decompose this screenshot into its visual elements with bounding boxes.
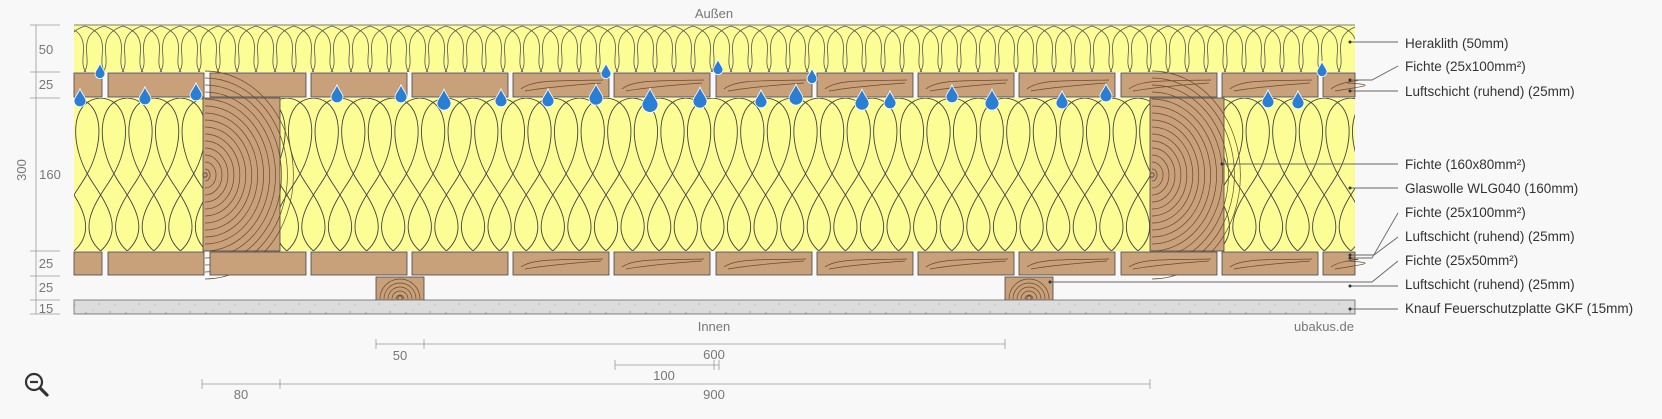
label-luftschicht-bottom: Luftschicht (ruhend) (25mm) (1405, 277, 1575, 292)
water-drop-icon (138, 85, 152, 106)
fichte-160x80-beams (202, 70, 1241, 280)
water-drop-icon (189, 81, 203, 102)
water-drop-icon (600, 62, 612, 79)
thickness-heraklith: 50 (39, 42, 53, 57)
batten-bottom (73, 251, 103, 276)
water-drop-icon (588, 83, 604, 106)
water-drop-icon (883, 89, 897, 110)
label-heraklith: Heraklith (50mm) (1405, 36, 1509, 51)
water-drop-icon (494, 87, 508, 108)
water-drop-icon (94, 62, 106, 79)
label-luftschicht-top: Luftschicht (ruhend) (25mm) (1405, 84, 1575, 99)
beam-160x80 (202, 70, 294, 280)
fichte-25x100-bottom-layer (73, 251, 1366, 276)
batten-bottom (1120, 251, 1218, 276)
dim-batten-width: 100 (653, 368, 675, 383)
label-glaswolle: Glaswolle WLG040 (160mm) (1405, 181, 1578, 196)
thickness-batten-bottom: 25 (39, 256, 53, 271)
batten-top (1322, 72, 1366, 98)
water-drop-icon (73, 87, 87, 108)
water-drop-icon (788, 83, 804, 106)
fichte-25x50-laths (375, 276, 1054, 301)
batten-top (209, 72, 307, 98)
lath-25x50 (375, 276, 425, 301)
batten-bottom (209, 251, 307, 276)
batten-bottom (411, 251, 509, 276)
water-drop-icon (1055, 89, 1069, 110)
fichte-25x100-top-layer (73, 72, 1366, 98)
lath-25x50 (1004, 276, 1054, 301)
batten-bottom (1018, 251, 1116, 276)
water-drop-icon (712, 58, 724, 75)
watermark: ubakus.de (1294, 319, 1354, 334)
water-drop-icon (854, 88, 870, 111)
batten-top (411, 72, 509, 98)
thickness-scale (30, 24, 60, 315)
label-fichte-25x100-top: Fichte (25x100mm²) (1405, 59, 1526, 74)
batten-bottom (816, 251, 914, 276)
water-drop-icon (1099, 82, 1113, 103)
zoom-out-icon[interactable] (22, 370, 52, 400)
batten-top (917, 72, 1015, 98)
water-drop-icon (692, 86, 708, 109)
batten-top (310, 72, 408, 98)
batten-top (1221, 72, 1319, 98)
batten-top (107, 72, 205, 98)
thickness-total: 300 (14, 159, 29, 181)
water-drop-icon (1316, 60, 1328, 77)
outside-label: Außen (695, 6, 733, 21)
heraklith-layer (74, 24, 1355, 72)
water-drop-icon (1261, 88, 1275, 109)
water-drop-icon (436, 88, 452, 111)
thickness-batten-top: 25 (39, 77, 53, 92)
batten-top (613, 72, 711, 98)
water-drop-icon (330, 83, 344, 104)
label-fichte-160x80: Fichte (160x80mm²) (1405, 157, 1526, 172)
water-drop-icon (984, 88, 1000, 111)
batten-bottom (512, 251, 610, 276)
water-drop-icon (541, 87, 555, 108)
condensation-drops (73, 58, 1328, 113)
water-drop-icon (754, 88, 768, 109)
batten-bottom (715, 251, 813, 276)
dim-beam-width: 80 (234, 387, 248, 402)
leader-lines (1050, 41, 1399, 310)
dim-lath-spacing: 600 (703, 347, 725, 362)
batten-top (1018, 72, 1116, 98)
batten-bottom (1322, 251, 1366, 276)
batten-top (1120, 72, 1218, 98)
batten-bottom (917, 251, 1015, 276)
label-gypsum-board: Knauf Feuerschutzplatte GKF (15mm) (1405, 301, 1633, 316)
label-fichte-25x100-bottom: Fichte (25x100mm²) (1405, 205, 1526, 220)
inside-label: Innen (698, 319, 731, 334)
batten-bottom (1221, 251, 1319, 276)
beam-160x80 (1149, 70, 1241, 280)
label-luftschicht-middle: Luftschicht (ruhend) (25mm) (1405, 229, 1575, 244)
dim-lath-width: 50 (393, 348, 407, 363)
water-drop-icon (945, 83, 959, 104)
batten-bottom (310, 251, 408, 276)
batten-bottom (107, 251, 205, 276)
gypsum-board-layer (73, 299, 1356, 315)
water-drop-icon (641, 87, 659, 113)
water-drop-icon (806, 67, 818, 84)
leader-dots (1048, 40, 1352, 311)
thickness-gypsum: 15 (39, 301, 53, 316)
label-fichte-25x50: Fichte (25x50mm²) (1405, 253, 1518, 268)
dim-beam-spacing: 900 (703, 387, 725, 402)
batten-bottom (613, 251, 711, 276)
thickness-laths: 25 (39, 280, 53, 295)
thickness-glaswolle: 160 (39, 167, 61, 182)
water-drop-icon (394, 83, 408, 104)
dimension-lines (201, 339, 1151, 389)
batten-top (816, 72, 914, 98)
water-drop-icon (1291, 89, 1305, 110)
